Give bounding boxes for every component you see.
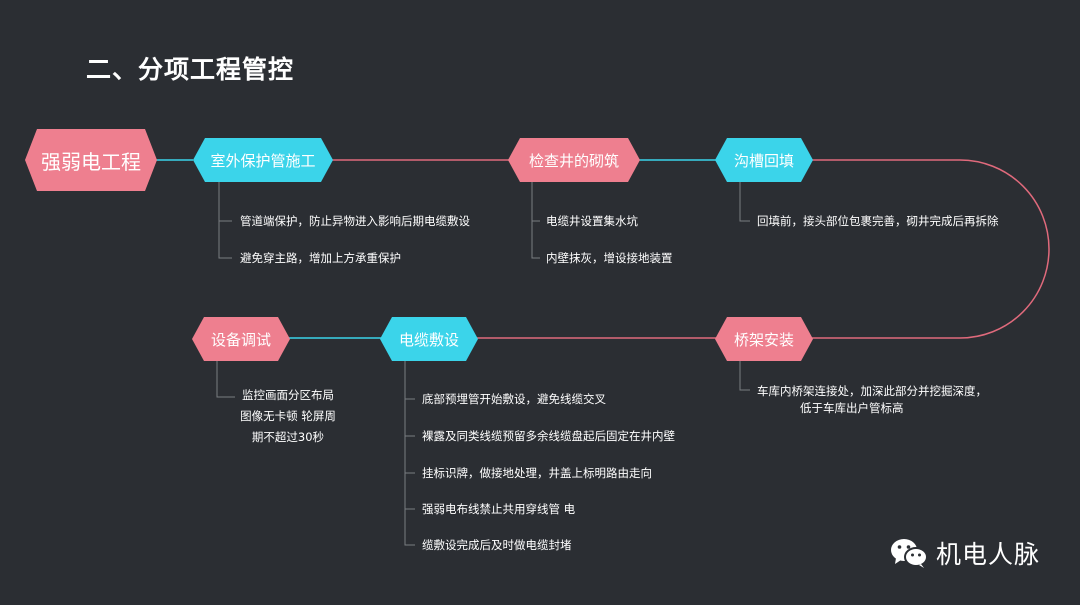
stage-label: 设备调试: [210, 330, 271, 349]
stage-node-outdoor-conduit: 室外保护管施工: [193, 138, 333, 182]
bracket-cable: [404, 360, 415, 546]
page-title: 二、分项工程管控: [86, 55, 295, 84]
connector-backfill-to-bridge: [810, 159, 1050, 339]
note-cable-1: 底部预埋管开始敷设，避免线缆交叉: [422, 392, 606, 406]
note-commission-1: 监控画面分区布局: [242, 388, 334, 402]
note-cable-3: 挂标识牌，做接地处理，井盖上标明路由走向: [422, 466, 652, 480]
note-well-2: 内壁抹灰，增设接地装置: [546, 251, 673, 265]
note-cable-4: 强弱电布线禁止共用穿线管 电: [422, 502, 576, 516]
note-outdoor-1: 管道端保护，防止异物进入影响后期电缆敷设: [240, 214, 470, 228]
note-bridge-1: 车库内桥架连接处，加深此部分并挖掘深度，: [757, 384, 987, 398]
note-bridge-2: 低于车库出户管标高: [800, 401, 904, 415]
note-commission-block: 监控画面分区布局 图像无卡顿 轮屏周 期不超过30秒: [228, 385, 348, 448]
note-commission-3: 期不超过30秒: [251, 430, 325, 444]
stage-node-cable-laying: 电缆敷设: [380, 317, 478, 361]
brand-watermark: 机电人脉: [890, 535, 1040, 571]
stage-label: 电缆敷设: [398, 330, 459, 349]
wechat-icon: [891, 539, 928, 568]
stage-label: 桥架安装: [733, 330, 794, 349]
stage-node-commissioning: 设备调试: [192, 317, 290, 361]
bracket-outdoor: [218, 182, 232, 259]
root-node-label: 强弱电工程: [41, 149, 141, 174]
stage-node-bridge-installation: 桥架安装: [715, 317, 813, 361]
note-outdoor-2: 避免穿主路，增加上方承重保护: [240, 251, 401, 265]
bracket-commission: [216, 360, 235, 398]
note-backfill-1: 回填前，接头部位包裹完善，砌井完成后再拆除: [757, 214, 999, 228]
stage-node-inspection-well: 检查井的砌筑: [508, 138, 640, 182]
stage-node-trench-backfill: 沟槽回填: [715, 138, 813, 182]
note-well-1: 电缆井设置集水坑: [546, 214, 638, 228]
note-cable-5: 缆敷设完成后及时做电缆封堵: [422, 538, 572, 552]
stage-label: 检查井的砌筑: [528, 151, 619, 170]
note-cable-2: 裸露及同类线缆预留多余线缆盘起后固定在井内壁: [422, 429, 675, 443]
root-node: 强弱电工程: [25, 129, 157, 191]
note-commission-2: 图像无卡顿 轮屏周: [240, 409, 336, 423]
bracket-bridge: [739, 360, 750, 391]
bracket-well: [531, 182, 540, 259]
stage-label: 室外保护管施工: [210, 151, 316, 170]
bracket-backfill: [739, 182, 750, 222]
brand-text: 机电人脉: [936, 540, 1041, 569]
stage-label: 沟槽回填: [733, 151, 794, 170]
